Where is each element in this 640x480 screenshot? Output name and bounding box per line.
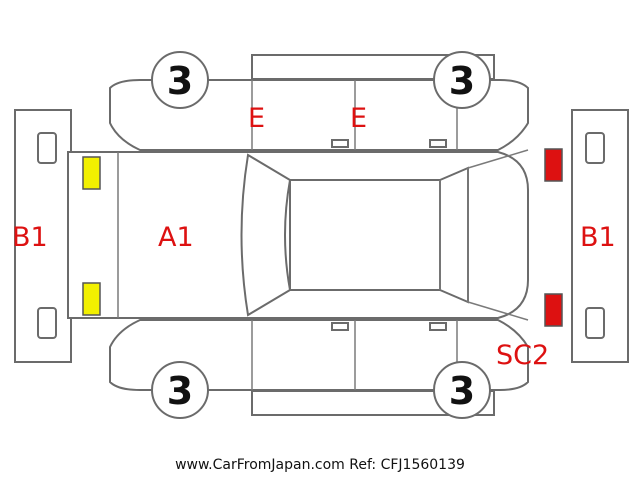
wheel-rear-left: 3 [433,51,491,109]
wheel-rear-left-number: 3 [449,59,475,103]
front-light-marker-bottom [82,282,101,316]
front-light-marker-top [82,156,101,190]
wheel-front-left-number: 3 [167,59,193,103]
door-left-rear-code: E [350,103,367,134]
wheel-rear-right-number: 3 [449,369,475,413]
wheel-front-left: 3 [151,51,209,109]
wheel-front-right: 3 [151,361,209,419]
wheel-front-right-number: 3 [167,369,193,413]
door-left-front-code: E [248,103,265,134]
rear-bumper [14,109,72,363]
rear-light-marker-top [544,148,563,182]
top-view-body [67,149,529,321]
side-right-front-code: SC2 [496,340,549,371]
wheel-rear-right: 3 [433,361,491,419]
rear-light-marker-bottom [544,293,563,327]
front-bumper-code: B1 [580,222,616,253]
footer-site: www.CarFromJapan.com [175,457,345,473]
front-bumper [571,109,629,363]
hood-code: A1 [158,222,194,253]
rear-bumper-code: B1 [12,222,48,253]
footer-ref: Ref: CFJ1560139 [349,457,465,473]
footer-reference: www.CarFromJapan.com Ref: CFJ1560139 [0,457,640,473]
